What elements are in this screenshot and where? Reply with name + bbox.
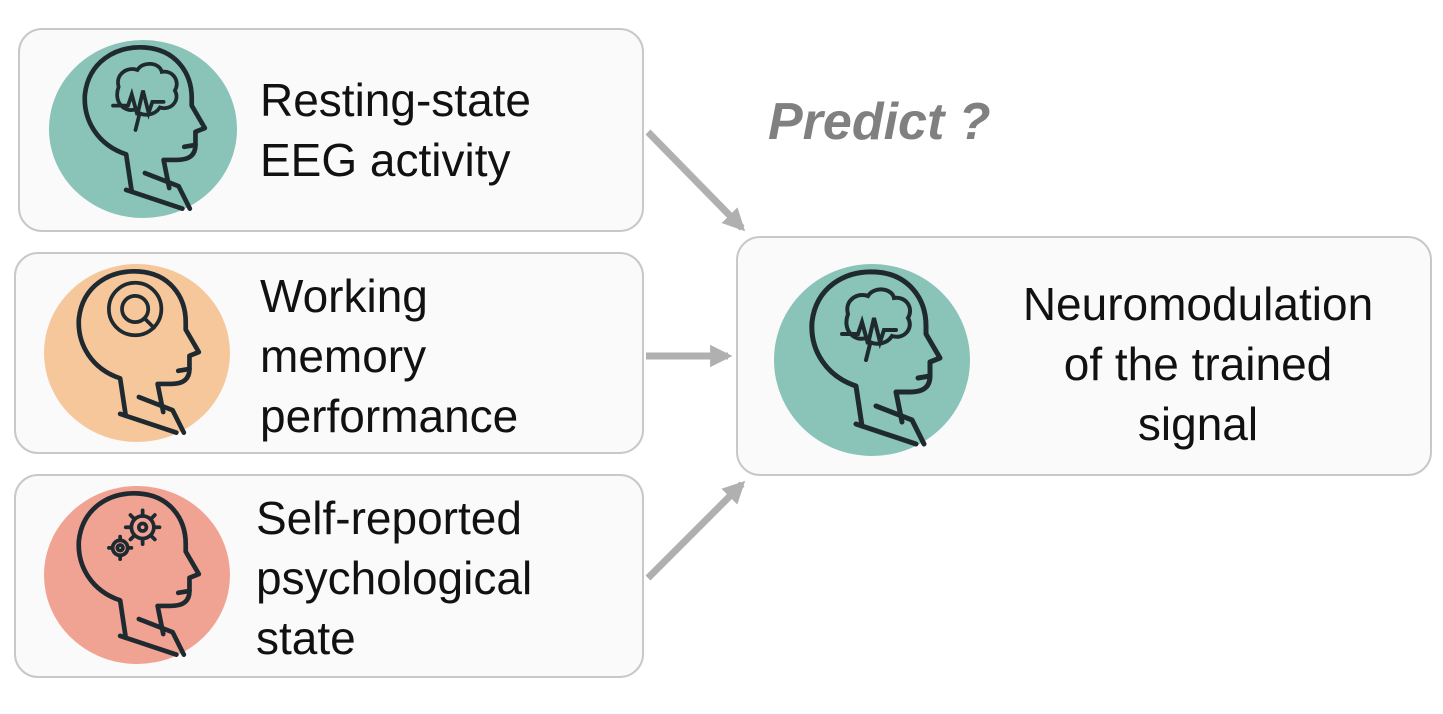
magnifier-head-icon [52,264,222,442]
output-box: Neuromodulation of the trained signal [736,236,1432,476]
output-label: Neuromodulation of the trained signal [1022,278,1374,450]
brain-wave-head-icon [784,264,964,454]
predict-label: Predict ? [768,93,991,151]
input-box-psych: Self-reported psychological state [14,474,644,678]
arrow-psych-to-output [645,480,746,581]
gears-head-icon [52,486,222,664]
input-label: Resting-state EEG activity [260,74,532,186]
brain-wave-head-icon [58,40,228,218]
input-box-eeg: Resting-state EEG activity [18,28,644,232]
input-label: Self-reported psychological state [256,492,533,664]
arrow-eeg-to-output [645,129,746,232]
input-box-memory: Working memory performance [14,252,644,454]
input-label: Working memory performance [260,270,519,442]
